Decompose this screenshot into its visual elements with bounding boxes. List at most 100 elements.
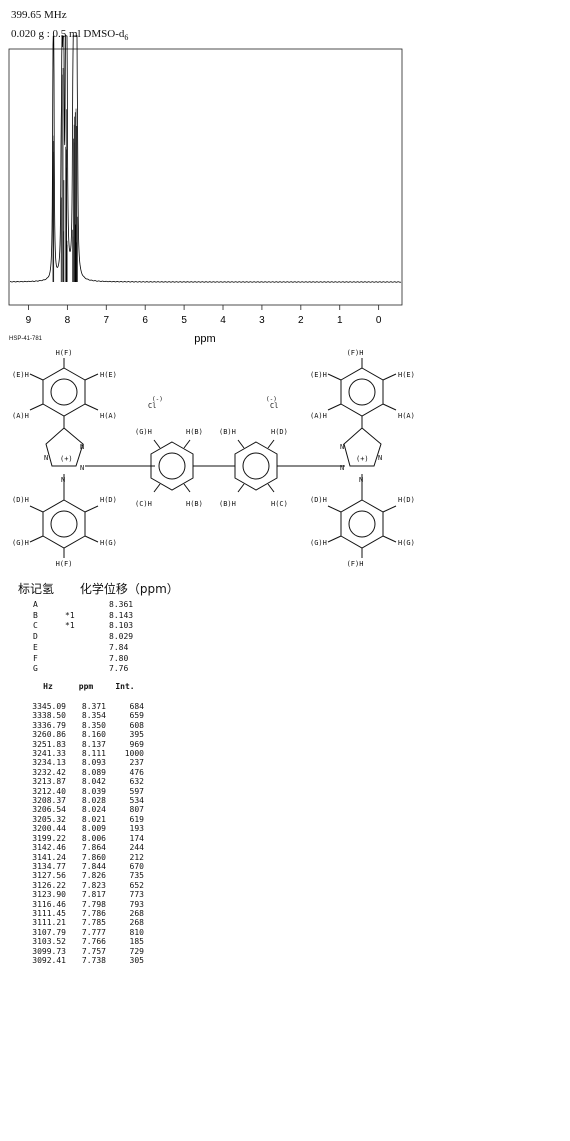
peak-hz: 3126.22 [32,880,66,890]
label-hf-top-left: H(F) [56,349,73,357]
peak-int: 244 [129,843,144,853]
peak-hz: 3212.40 [32,786,66,796]
spectrometer-frequency: 399.65 MHz [11,9,67,21]
peak-row: 3099.73 7.757 729 [30,947,144,956]
peak-int: 193 [129,824,144,834]
tetrazole-right-n1: N [340,443,344,451]
peak-hz: 3103.52 [32,937,66,947]
peak-hz: 3092.41 [32,955,66,965]
assignment-label: F [33,653,38,663]
peak-ppm: 7.798 [81,899,106,909]
label-gh-bottom-left: (G)H [12,539,29,547]
peak-hz: 3208.37 [32,796,66,806]
label-bh-biphenyl: (B)H [219,428,236,436]
chemical-structure: H(F) (E)H H(E) (A)H H(A) Cl (-) (-) Cl N… [12,349,415,568]
peak-ppm: 7.757 [81,946,106,956]
assignment-col-label: 标记氢 [18,582,55,596]
label-dh-bottom-right: (D)H [310,496,327,504]
peak-int: 534 [129,796,144,806]
label-eh-top-left: (E)H [12,371,29,379]
x-tick-label: 6 [142,315,148,326]
peak-hz: 3338.50 [32,711,66,721]
peak-ppm: 7.785 [81,918,106,928]
peak-hz: 3142.46 [32,843,66,853]
tetrazole-left-n4: N [61,476,65,484]
peak-int: 670 [129,861,144,871]
label-fh-bottom-right: (F)H [347,560,364,568]
peak-ppm: 8.042 [81,777,106,787]
assignment-header: 标记氢 化学位移（ppm） [18,580,201,597]
x-tick-label: 1 [337,315,343,326]
peak-ppm: 8.028 [81,796,106,806]
peak-int: 729 [129,946,144,956]
x-tick-label: 9 [26,315,32,326]
tetrazole-left-n3: N [44,454,48,462]
peak-hz: 3099.73 [32,946,66,956]
sample-subscript: 6 [124,33,129,43]
peak-hz: 3199.22 [32,833,66,843]
label-gh-bottom-right: (G)H [310,539,327,547]
peak-ppm: 8.137 [81,739,106,749]
label-hc-biphenyl: H(C) [271,500,288,508]
x-tick-label: 3 [259,315,265,326]
chloride-right-charge: (-) [266,396,277,403]
peak-int: 476 [129,767,144,777]
assignment-label: B [33,610,38,620]
assignment-note [65,632,109,643]
peak-ppm: 7.823 [81,880,106,890]
label-hd-bottom-right: H(D) [398,496,415,504]
assignment-label: E [33,642,38,652]
label-hg-bottom-right: H(G) [398,539,415,547]
peak-hz: 3206.54 [32,805,66,815]
peak-ppm: 7.786 [81,908,106,918]
label-hd-bottom-left: H(D) [100,496,117,504]
assignment-shift: 8.029 [109,632,134,642]
tetrazole-right-charge: (+) [356,455,369,463]
assignment-shift: 8.361 [109,600,134,609]
label-he-top-left: H(E) [100,371,117,379]
peak-hz: 3116.46 [32,899,66,909]
assignment-shift: 8.103 [109,621,134,631]
peak-hz: 3205.32 [32,814,66,824]
peak-hz: 3234.13 [32,758,66,768]
plot-frame [8,48,403,306]
assignment-shift: 8.143 [109,610,134,620]
peak-int: 268 [129,908,144,918]
peak-lines [52,68,78,282]
peak-hz: 3345.09 [32,702,66,711]
peak-int: 807 [129,805,144,815]
peak-col-int: Int. [115,682,135,691]
tetrazole-left-charge: (+) [60,455,73,463]
label-ch-biphenyl: (C)H [135,500,152,508]
peak-int: 237 [129,758,144,768]
assignment-label: C [33,621,38,631]
assignment-shift: 7.76 [109,664,129,674]
peak-ppm: 7.844 [81,861,106,871]
peak-int: 174 [129,833,144,843]
peak-ppm: 8.021 [81,814,106,824]
peak-hz: 3127.56 [32,871,66,881]
label-eh-top-right: (E)H [310,371,327,379]
sample-info: 0.020 g : 0.5 ml DMSO-d6 [11,28,128,42]
peak-int: 684 [129,702,144,711]
x-tick-label: 7 [103,315,109,326]
peak-ppm: 7.860 [81,852,106,862]
